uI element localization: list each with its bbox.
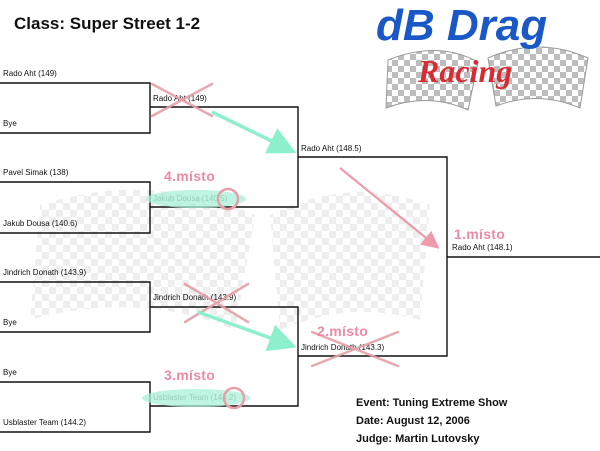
round2-entry-4: Usblaster Team (144.2): [153, 393, 236, 402]
round2-entry-3: Jindrich Donath (143.9): [153, 293, 237, 302]
logo-text-script: Racing: [417, 53, 512, 89]
round1-entry-8: Usblaster Team (144.2): [3, 418, 86, 427]
final-winner: Rado Aht (148.1): [452, 243, 513, 252]
event-info: Event: Tuning Extreme Show Date: August …: [356, 394, 507, 448]
place-label-third: 3.místo: [164, 367, 216, 383]
round1-entry-3: Pavel Simak (138): [3, 168, 69, 177]
round3-entry-2: Jindrich Donath (143.3): [301, 343, 385, 352]
db-drag-racing-logo: dB Drag Racing: [376, 1, 589, 111]
round1-entry-1: Rado Aht (149): [3, 69, 57, 78]
place-label-first: 1.místo: [454, 226, 506, 242]
page-title: Class: Super Street 1-2: [14, 14, 201, 33]
round1-entry-5: Jindrich Donath (143.9): [3, 268, 87, 277]
place-label-second: 2.místo: [317, 323, 369, 339]
round1-entry-2: Bye: [3, 119, 17, 128]
event-name: Event: Tuning Extreme Show: [356, 397, 508, 409]
round2-entry-2: Jakub Dousa (140.5): [153, 194, 228, 203]
event-judge: Judge: Martin Lutovsky: [356, 433, 480, 445]
round1-entry-6: Bye: [3, 318, 17, 327]
logo-text-main: dB Drag: [376, 1, 547, 50]
place-label-fourth: 4.místo: [164, 168, 216, 184]
round2-entry-1: Rado Aht (149): [153, 94, 207, 103]
round3-entry-1: Rado Aht (148.5): [301, 144, 362, 153]
event-date: Date: August 12, 2006: [356, 415, 470, 427]
round1-entry-4: Jakub Dousa (140.6): [3, 219, 78, 228]
round1-entry-7: Bye: [3, 368, 17, 377]
